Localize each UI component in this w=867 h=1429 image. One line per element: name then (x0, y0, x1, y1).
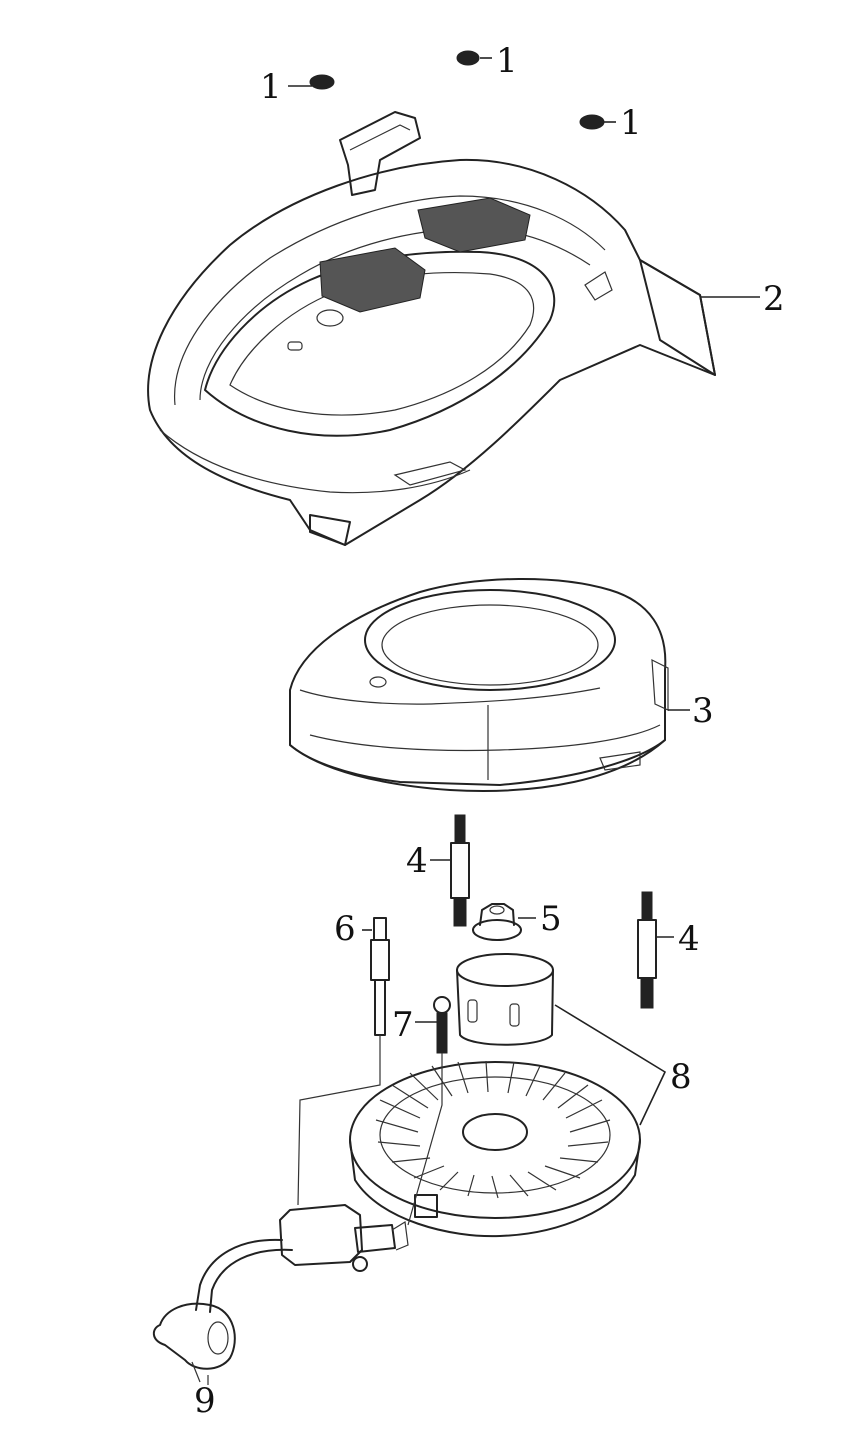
part-1-nut-right (579, 114, 605, 130)
leader-lines (207, 57, 760, 1385)
part-1-nut-center (456, 50, 480, 66)
callout-7: 7 (392, 1005, 414, 1045)
callout-1-right: 1 (620, 103, 642, 143)
callout-6: 6 (334, 909, 356, 949)
part-5-flange-nut (472, 903, 522, 941)
callout-5: 5 (540, 899, 562, 939)
callout-1-center: 1 (496, 41, 518, 81)
callout-3: 3 (692, 691, 714, 731)
part-8-flywheel (349, 1060, 641, 1238)
part-1-nut-left (309, 74, 335, 90)
part-2-engine-cover (147, 111, 716, 546)
callout-2: 2 (763, 279, 785, 319)
callout-4-center: 4 (406, 841, 428, 881)
callout-8: 8 (670, 1057, 692, 1097)
part-7-bolt (433, 996, 451, 1054)
part-8-starter-cup (456, 953, 554, 1046)
callout-4-right: 4 (678, 919, 700, 959)
part-3-blower-housing (289, 578, 669, 792)
part-4-stud-center (450, 814, 470, 927)
part-4-stud-right (637, 891, 657, 1009)
callout-1-left: 1 (260, 67, 282, 107)
part-6-stud (370, 917, 390, 1036)
part-9-ignition-coil (152, 1204, 409, 1383)
callout-9: 9 (194, 1381, 216, 1421)
